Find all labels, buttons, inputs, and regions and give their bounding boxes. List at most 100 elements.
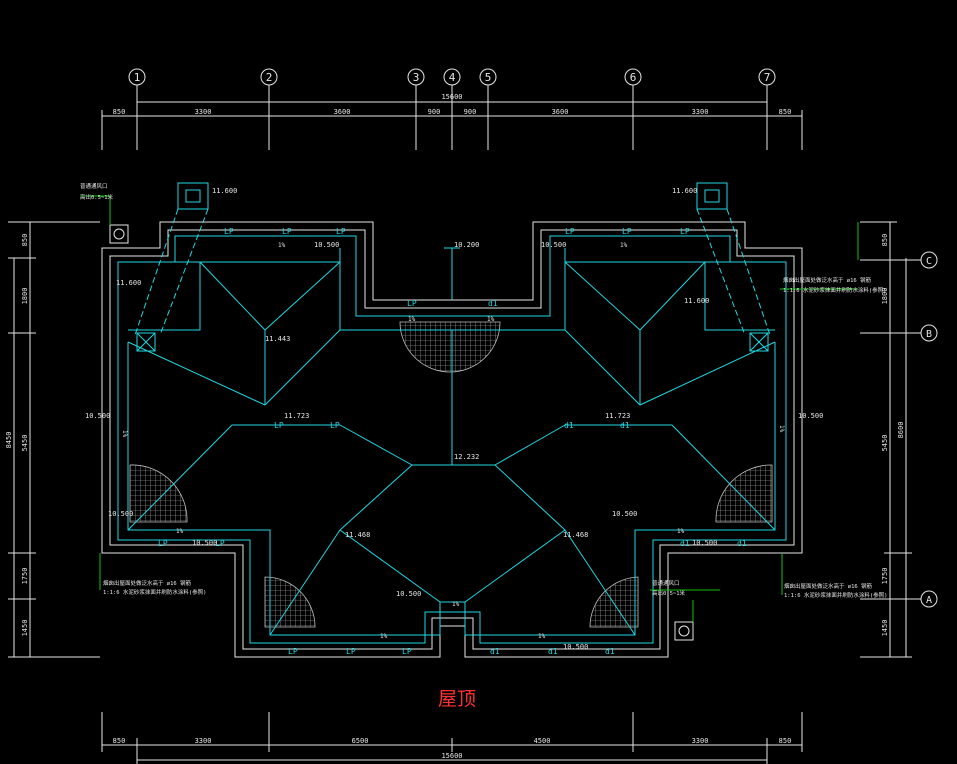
- svg-text:普通通风口: 普通通风口: [652, 579, 680, 587]
- dimension-text-right: 850 1800 5450 1750 1450 8600: [881, 234, 905, 637]
- dim-top-seg: 3600: [334, 108, 351, 116]
- svg-text:d1: d1: [737, 539, 747, 548]
- grid-bubble-4[interactable]: 4: [443, 68, 461, 86]
- grid-bubble-6[interactable]: 6: [624, 68, 642, 86]
- dim-top-total: 15600: [441, 93, 462, 101]
- svg-text:LP: LP: [336, 227, 346, 236]
- dim-right-seg: 1750: [881, 568, 889, 585]
- dim-top-seg: 3300: [692, 108, 709, 116]
- grid-bubble-3[interactable]: 3: [407, 68, 425, 86]
- vent-caps: [109, 224, 694, 641]
- svg-text:1%: 1%: [677, 528, 685, 535]
- svg-text:2: 2: [266, 71, 273, 84]
- svg-text:高出0.5~1米: 高出0.5~1米: [80, 193, 114, 201]
- dim-bottom-seg: 3300: [195, 737, 212, 745]
- svg-text:d1: d1: [680, 539, 690, 548]
- svg-text:d1: d1: [620, 421, 630, 430]
- dim-top-seg: 3600: [552, 108, 569, 116]
- svg-text:10.500: 10.500: [85, 412, 110, 420]
- svg-text:10.500: 10.500: [396, 590, 421, 598]
- dimension-chain-right: [860, 221, 912, 658]
- svg-text:1%: 1%: [538, 633, 546, 640]
- svg-text:10.500: 10.500: [798, 412, 823, 420]
- svg-text:1%: 1%: [176, 528, 184, 535]
- dim-right-seg: 1450: [881, 620, 889, 637]
- grid-bubble-C[interactable]: C: [920, 251, 938, 269]
- svg-text:高出0.5~1米: 高出0.5~1米: [652, 589, 686, 597]
- grid-bubble-5[interactable]: 5: [479, 68, 497, 86]
- svg-text:LP: LP: [622, 227, 632, 236]
- dim-right-seg: 5450: [881, 435, 889, 452]
- svg-text:3: 3: [413, 71, 420, 84]
- svg-text:11.468: 11.468: [345, 531, 370, 539]
- svg-text:1%: 1%: [778, 425, 785, 433]
- dim-right-seg: 850: [881, 234, 889, 247]
- dim-top-seg: 900: [464, 108, 477, 116]
- svg-text:d1: d1: [605, 647, 615, 656]
- svg-text:11.723: 11.723: [605, 412, 630, 420]
- svg-text:1%: 1%: [487, 316, 495, 323]
- svg-text:LP: LP: [282, 227, 292, 236]
- svg-text:10.500: 10.500: [612, 510, 637, 518]
- svg-text:d1: d1: [490, 647, 500, 656]
- svg-text:1:1:6 水泥砂浆抹面并刷防水涂料(参照): 1:1:6 水泥砂浆抹面并刷防水涂料(参照): [784, 591, 888, 599]
- dim-bottom-seg: 850: [779, 737, 792, 745]
- svg-text:d1: d1: [548, 647, 558, 656]
- dim-left-seg: 5450: [21, 435, 29, 452]
- grid-bubble-B[interactable]: B: [920, 324, 938, 342]
- svg-text:烟囱出屋面处做泛水高于 ø16 钢筋: 烟囱出屋面处做泛水高于 ø16 钢筋: [103, 579, 192, 587]
- grid-bubble-1[interactable]: 1: [128, 68, 146, 86]
- elevation-labels: 11.600 11.600 11.600 11.600 10.500 10.20…: [85, 187, 823, 651]
- dim-bottom-seg: 3300: [692, 737, 709, 745]
- svg-text:1: 1: [134, 71, 141, 84]
- svg-text:1:1:6 水泥砂浆抹面并刷防水涂料(参照): 1:1:6 水泥砂浆抹面并刷防水涂料(参照): [783, 286, 887, 294]
- svg-text:1%: 1%: [408, 316, 416, 323]
- svg-text:11.723: 11.723: [284, 412, 309, 420]
- hatch-left: [129, 464, 188, 523]
- dim-top-seg: 900: [428, 108, 441, 116]
- svg-text:d1: d1: [564, 421, 574, 430]
- svg-text:普通通风口: 普通通风口: [80, 182, 108, 190]
- dim-bottom-seg: 6500: [352, 737, 369, 745]
- svg-text:10.500: 10.500: [563, 643, 588, 651]
- svg-text:11.468: 11.468: [563, 531, 588, 539]
- svg-text:11.600: 11.600: [672, 187, 697, 195]
- dim-left-seg: 1750: [21, 568, 29, 585]
- hatched-areas: [129, 321, 773, 628]
- svg-text:10.500: 10.500: [692, 539, 717, 547]
- dim-left-seg: 1800: [21, 288, 29, 305]
- roof-eave-and-ridges: [117, 182, 787, 644]
- svg-text:C: C: [926, 256, 932, 267]
- svg-text:10.200: 10.200: [454, 241, 479, 249]
- building-outline: [101, 221, 803, 658]
- svg-text:LP: LP: [346, 647, 356, 656]
- svg-text:1%: 1%: [278, 242, 286, 249]
- svg-text:10.500: 10.500: [541, 241, 566, 249]
- svg-text:LP: LP: [215, 539, 225, 548]
- dim-top-seg: 850: [113, 108, 126, 116]
- grid-axis-bubbles-top: 1 2 3 4 5 6 7: [128, 68, 776, 150]
- svg-text:LP: LP: [330, 421, 340, 430]
- svg-text:10.500: 10.500: [314, 241, 339, 249]
- grid-bubble-A[interactable]: A: [920, 590, 938, 608]
- hatch-bottom-right: [589, 576, 639, 628]
- dim-right-total: 8600: [897, 422, 905, 439]
- downpipe-labels: LP LP LP LP LP LP LP d1 LP LP d1 d1 LP L…: [158, 227, 747, 656]
- slope-labels: 1% 1% 1% 1% 1% 1% 1% 1% 1% 1% 1%: [121, 242, 785, 640]
- dim-left-seg: 850: [21, 234, 29, 247]
- svg-text:烟囱出屋面处做泛水高于 ø16 钢筋: 烟囱出屋面处做泛水高于 ø16 钢筋: [783, 276, 872, 284]
- dimension-chain-left: [8, 221, 100, 658]
- grid-bubble-7[interactable]: 7: [758, 68, 776, 86]
- svg-text:1%: 1%: [121, 430, 128, 438]
- drawing-title: 屋顶: [438, 688, 477, 710]
- svg-text:LP: LP: [680, 227, 690, 236]
- svg-text:1%: 1%: [380, 633, 388, 640]
- dim-left-seg: 1450: [21, 620, 29, 637]
- svg-text:LP: LP: [224, 227, 234, 236]
- svg-text:LP: LP: [158, 539, 168, 548]
- grid-bubble-2[interactable]: 2: [260, 68, 278, 86]
- svg-text:11.600: 11.600: [684, 297, 709, 305]
- dim-bottom-seg: 4500: [534, 737, 551, 745]
- svg-text:10.500: 10.500: [108, 510, 133, 518]
